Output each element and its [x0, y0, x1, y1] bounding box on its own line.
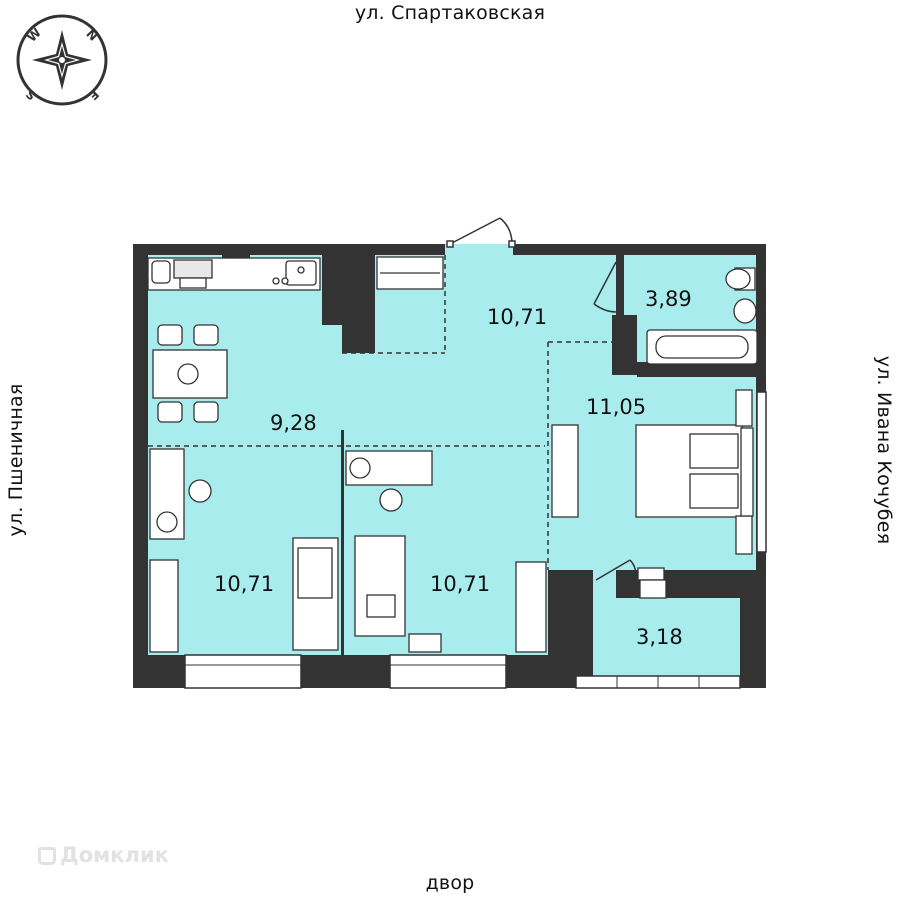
doors — [446, 217, 637, 581]
compass-rose-icon: W N E S — [16, 14, 108, 106]
watermark-text: Домклик — [60, 843, 169, 867]
bathroom-fixtures — [646, 267, 758, 365]
hall-wardrobe — [376, 256, 444, 290]
middle-room-furniture — [345, 450, 547, 653]
room-balcony — [576, 598, 740, 678]
area-bathroom: 3,89 — [645, 287, 692, 311]
watermark: Домклик — [38, 843, 169, 867]
window-mullions — [185, 664, 700, 688]
area-hall: 10,71 — [487, 305, 547, 329]
area-room-left: 10,71 — [214, 572, 274, 596]
bedroom-furniture — [551, 389, 754, 599]
interior-walls — [148, 255, 766, 688]
kitchen-furniture — [147, 257, 321, 423]
house-icon — [38, 847, 56, 865]
area-bedroom: 11,05 — [586, 395, 646, 419]
area-balcony: 3,18 — [636, 625, 683, 649]
area-room-middle: 10,71 — [430, 572, 490, 596]
area-kitchen: 9,28 — [270, 411, 317, 435]
street-label-bottom: двор — [425, 872, 475, 894]
zone-borders — [148, 255, 614, 570]
left-room-furniture — [149, 448, 339, 653]
street-label-top: ул. Спартаковская — [354, 2, 546, 24]
